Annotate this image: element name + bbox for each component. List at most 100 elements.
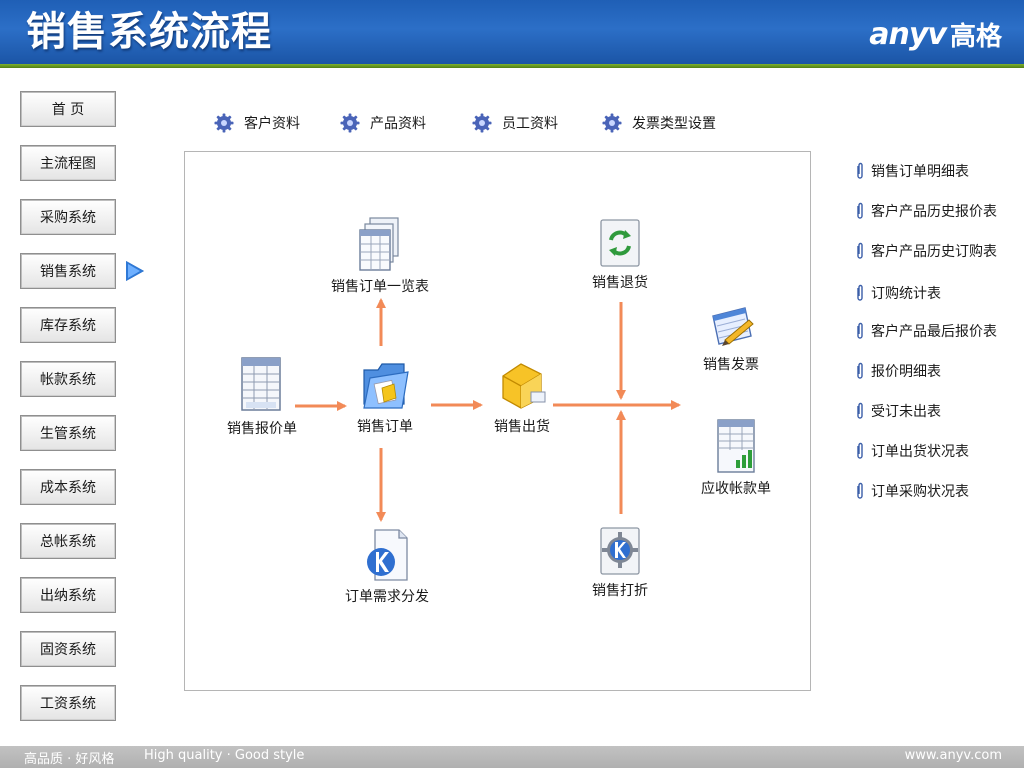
sidebar-item-payroll[interactable]: 工资系统 [20, 685, 116, 721]
multi-sheet-icon [359, 217, 399, 271]
sidebar-item-label: 库存系统 [40, 318, 96, 334]
node-sales-shipment[interactable]: 销售出货 [494, 358, 550, 436]
link-quote-detail[interactable]: 报价明细表 [855, 361, 941, 381]
sidebar-item-main-flow[interactable]: 主流程图 [20, 145, 116, 181]
sidebar-item-ledger[interactable]: 总帐系统 [20, 523, 116, 559]
tab-label: 产品资料 [370, 116, 426, 132]
node-accounts-receivable[interactable]: 应收帐款单 [701, 418, 771, 498]
node-label: 销售发票 [703, 357, 759, 373]
paperclip-icon [857, 482, 863, 499]
sidebar-item-label: 帐款系统 [40, 372, 96, 388]
link-customer-product-last-quote[interactable]: 客户产品最后报价表 [855, 321, 997, 341]
footer-website: www.anyv.com [904, 748, 1002, 763]
node-sales-return[interactable]: 销售退货 [592, 218, 648, 292]
tab-customer-info[interactable]: 客户资料 [214, 112, 300, 134]
sidebar-item-label: 固资系统 [40, 642, 96, 658]
sidebar-item-label: 主流程图 [40, 156, 96, 172]
sidebar-item-label: 生管系统 [40, 426, 96, 442]
link-order-shipment-status[interactable]: 订单出货状况表 [855, 441, 969, 461]
spreadsheet-doc-icon [241, 357, 281, 411]
link-label: 订单出货状况表 [871, 444, 969, 460]
refresh-icon [600, 219, 640, 267]
sidebar-item-label: 销售系统 [40, 264, 96, 280]
sidebar-item-label: 工资系统 [40, 696, 96, 712]
brand-mark: anyv [869, 16, 947, 52]
node-label: 销售报价单 [227, 421, 297, 437]
sidebar-item-cost[interactable]: 成本系统 [20, 469, 116, 505]
page-title: 销售系统流程 [26, 9, 272, 55]
tab-label: 发票类型设置 [632, 116, 716, 132]
sidebar-item-label: 首 页 [51, 102, 85, 118]
sidebar-item-accounts[interactable]: 帐款系统 [20, 361, 116, 397]
k-doc-icon [367, 529, 408, 581]
gear-icon [472, 113, 492, 133]
tab-employee-info[interactable]: 员工资料 [472, 112, 558, 134]
tab-product-info[interactable]: 产品资料 [340, 112, 426, 134]
sidebar-item-label: 采购系统 [40, 210, 96, 226]
folder-icon [363, 363, 409, 409]
k-gear-icon [600, 527, 640, 575]
link-order-statistics[interactable]: 订购统计表 [855, 283, 941, 303]
link-label: 客户产品历史报价表 [871, 204, 997, 220]
paperclip-icon [857, 202, 863, 219]
sidebar-item-sales[interactable]: 销售系统 [20, 253, 116, 289]
brand-name: 高格 [949, 21, 1002, 52]
sidebar-item-cashier[interactable]: 出纳系统 [20, 577, 116, 613]
link-customer-product-order-history[interactable]: 客户产品历史订购表 [855, 241, 997, 261]
paperclip-icon [857, 402, 863, 419]
link-label: 客户产品历史订购表 [871, 244, 997, 260]
node-sales-discount[interactable]: 销售打折 [592, 526, 648, 600]
gear-icon [214, 113, 234, 133]
footer-bar: 高品质 · 好风格 High quality · Good style www.… [0, 746, 1024, 768]
sidebar-item-home[interactable]: 首 页 [20, 91, 116, 127]
link-label: 客户产品最后报价表 [871, 324, 997, 340]
notepad-pencil-icon [712, 307, 754, 346]
node-label: 销售打折 [592, 583, 648, 599]
gear-icon [602, 113, 622, 133]
paperclip-icon [857, 362, 863, 379]
paperclip-icon [857, 242, 863, 259]
footer-slogan-cn: 高品质 · 好风格 [24, 752, 115, 767]
tab-label: 客户资料 [244, 116, 300, 132]
node-sales-order[interactable]: 销售订单 [357, 358, 413, 436]
node-label: 销售订单 [357, 419, 413, 435]
sidebar-item-label: 成本系统 [40, 480, 96, 496]
sidebar-item-label: 总帐系统 [40, 534, 96, 550]
link-label: 受订未出表 [871, 404, 941, 420]
paperclip-icon [857, 284, 863, 301]
link-customer-product-quote-history[interactable]: 客户产品历史报价表 [855, 201, 997, 221]
link-label: 报价明细表 [871, 364, 941, 380]
paperclip-icon [857, 162, 863, 179]
link-order-purchase-status[interactable]: 订单采购状况表 [855, 481, 969, 501]
node-sales-quote[interactable]: 销售报价单 [227, 356, 297, 438]
paperclip-icon [857, 442, 863, 459]
active-indicator-highlight [128, 264, 140, 278]
sidebar-item-label: 出纳系统 [40, 588, 96, 604]
footer-slogan-en: High quality · Good style [144, 748, 305, 763]
brand-logo: anyv 高格 [869, 14, 1002, 54]
chart-doc-icon [717, 419, 755, 473]
node-label: 销售出货 [494, 419, 550, 435]
node-label: 销售退货 [592, 275, 648, 291]
sidebar-item-assets[interactable]: 固资系统 [20, 631, 116, 667]
node-label: 销售订单一览表 [331, 279, 429, 295]
link-label: 销售订单明细表 [871, 164, 969, 180]
node-sales-invoice[interactable]: 销售发票 [703, 306, 759, 374]
node-label: 应收帐款单 [701, 481, 771, 497]
sidebar-item-purchase[interactable]: 采购系统 [20, 199, 116, 235]
paperclip-icon [857, 322, 863, 339]
header-divider [0, 64, 1024, 68]
link-label: 订单采购状况表 [871, 484, 969, 500]
flow-diagram-panel: 销售报价单 销售订单 销售订单一览表 [184, 151, 811, 691]
link-sales-order-detail[interactable]: 销售订单明细表 [855, 161, 969, 181]
sidebar-item-inventory[interactable]: 库存系统 [20, 307, 116, 343]
flow-arrows [295, 297, 682, 523]
tab-invoice-type-settings[interactable]: 发票类型设置 [602, 112, 716, 134]
node-order-demand-dispatch[interactable]: 订单需求分发 [345, 528, 429, 606]
link-label: 订购统计表 [871, 286, 941, 302]
tab-label: 员工资料 [502, 116, 558, 132]
node-sales-order-list[interactable]: 销售订单一览表 [331, 216, 429, 296]
node-label: 订单需求分发 [345, 589, 429, 605]
link-ordered-not-shipped[interactable]: 受订未出表 [855, 401, 941, 421]
sidebar-item-production[interactable]: 生管系统 [20, 415, 116, 451]
